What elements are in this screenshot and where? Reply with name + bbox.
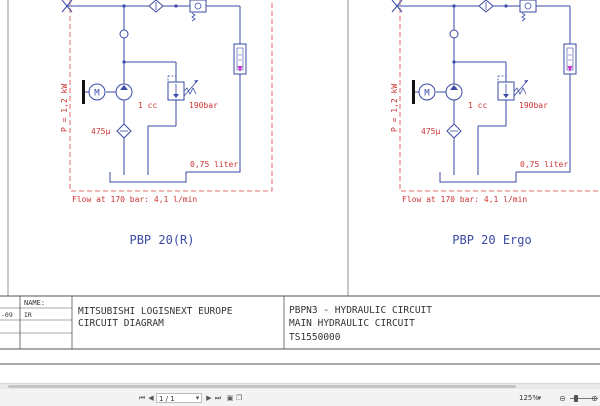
company-name: MITSUBISHI LOGISNEXT EUROPE — [78, 306, 233, 317]
drawing-subtitle: MAIN HYDRAULIC CIRCUIT — [289, 318, 415, 329]
viewer-toolbar: ⏮ ◀ 1 / 1 ▾ ▶ ⏭ ▣ ❐ 125% ▾ ⊖ ⊕ — [0, 383, 600, 406]
right-filter-label: 475µ — [421, 127, 440, 136]
left-circuit: M P = 1,2 kW 1 cc 190bar 475µ 0,75 liter… — [60, 0, 273, 247]
name-header: NAME: — [24, 299, 45, 307]
page-number-input[interactable]: 1 / 1 — [156, 393, 202, 403]
zoom-dropdown-icon[interactable]: ▾ — [537, 394, 542, 402]
page-dropdown-icon[interactable]: ▾ — [195, 394, 200, 402]
right-circuit-title: PBP 20 Ergo — [452, 233, 531, 247]
prev-page-icon[interactable]: ◀ — [148, 394, 154, 402]
hydraulic-diagram: M P = 1,2 kW 1 cc 190bar 475µ 0,75 liter… — [0, 0, 600, 365]
left-tank-label: 0,75 liter — [190, 160, 238, 169]
zoom-slider-knob[interactable] — [574, 395, 578, 402]
horizontal-scrollbar[interactable] — [0, 384, 600, 389]
single-page-view-icon[interactable]: ▣ — [226, 394, 234, 402]
two-page-view-icon[interactable]: ❐ — [235, 394, 243, 402]
page-number-value: 1 / 1 — [159, 395, 175, 403]
right-motor-label: M — [424, 89, 430, 99]
left-power-label: P = 1,2 kW — [60, 84, 69, 132]
next-page-icon[interactable]: ▶ — [206, 394, 212, 402]
right-power-label: P = 1,2 kW — [390, 84, 399, 132]
left-filter-label: 475µ — [91, 127, 110, 136]
left-motor-label: M — [94, 89, 100, 99]
zoom-slider-track[interactable] — [570, 398, 598, 399]
drawing-type: CIRCUIT DIAGRAM — [78, 318, 164, 329]
right-tank-label: 0,75 liter — [520, 160, 568, 169]
drawing-sheet: M P = 1,2 kW 1 cc 190bar 475µ 0,75 liter… — [0, 0, 600, 365]
author-initials: IR — [24, 311, 32, 319]
right-relief-label: 190bar — [519, 101, 548, 110]
drawing-number: TS1550000 — [289, 332, 341, 343]
title-block: NAME: -09 IR MITSUBISHI LOGISNEXT EUROPE… — [0, 295, 600, 365]
right-circuit: M P = 1,2 kW 1 cc 190bar 475µ 0,75 liter… — [390, 0, 600, 247]
last-page-icon[interactable]: ⏭ — [214, 394, 222, 402]
first-page-icon[interactable]: ⏮ — [138, 394, 146, 402]
left-displacement-label: 1 cc — [138, 101, 157, 110]
zoom-level[interactable]: 125% — [519, 394, 540, 402]
left-flow-label: Flow at 170 bar: 4,1 l/min — [72, 195, 197, 204]
drawing-title: PBPN3 - HYDRAULIC CIRCUIT — [289, 305, 432, 316]
zoom-out-icon[interactable]: ⊖ — [559, 394, 566, 403]
left-relief-label: 190bar — [189, 101, 218, 110]
right-displacement-label: 1 cc — [468, 101, 487, 110]
left-circuit-title: PBP 20(R) — [129, 233, 194, 247]
zoom-in-icon[interactable]: ⊕ — [591, 394, 598, 403]
revision-date: -09 — [1, 311, 13, 319]
scrollbar-thumb[interactable] — [8, 385, 516, 388]
right-flow-label: Flow at 170 bar: 4,1 l/min — [402, 195, 527, 204]
